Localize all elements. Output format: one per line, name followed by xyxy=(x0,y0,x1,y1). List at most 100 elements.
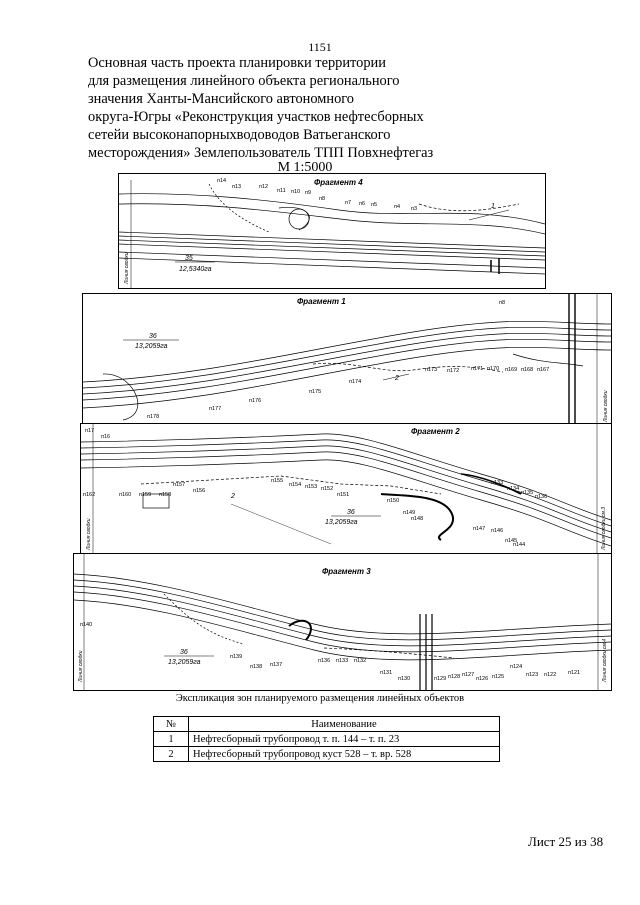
point-label: п6 xyxy=(359,201,365,207)
point-label: п173 xyxy=(425,367,437,373)
point-label: п10 xyxy=(291,189,300,195)
point-label: п146 xyxy=(491,528,503,534)
line-label: 1 xyxy=(491,203,495,210)
map-fragment-4: Фрагмент 4 35 12,5340га 1 Линия сводки п… xyxy=(118,173,546,289)
table-row: 2 Нефтесборный трубопровод куст 528 – т.… xyxy=(153,746,500,762)
point-label: п12 xyxy=(259,184,268,190)
point-label: п169 xyxy=(505,367,517,373)
side-label-right: Линия сводки см.4 xyxy=(602,639,608,683)
point-label: п178 xyxy=(147,414,159,420)
map-fragment-1: Фрагмент 1 36 13,2059га 2 Линия сводки п… xyxy=(82,293,612,425)
column-header-name: Наименование xyxy=(188,716,500,732)
point-label: п121 xyxy=(568,670,580,676)
row-number: 1 xyxy=(153,731,189,747)
page-number: 1151 xyxy=(308,40,332,54)
sheet-number: Лист 25 из 38 xyxy=(528,834,604,849)
point-label: п162 xyxy=(83,492,95,498)
fragment-title: Фрагмент 3 xyxy=(322,567,371,576)
row-name: Нефтесборный трубопровод куст 528 – т. в… xyxy=(188,746,500,762)
map-fragment-2: Фрагмент 2 36 13,2059га 2 Линия сводки Л… xyxy=(80,423,612,555)
zone-number: 36 xyxy=(180,649,188,656)
row-name: Нефтесборный трубопровод т. п. 144 – т. … xyxy=(188,731,500,747)
column-header-number: № xyxy=(153,716,189,732)
point-label: п14 xyxy=(217,178,226,184)
map-fragment-4-drawing: Фрагмент 4 35 12,5340га 1 Линия сводки п… xyxy=(119,178,545,288)
point-label: п144 xyxy=(513,542,525,548)
side-label-right: Линия сводки см.3 xyxy=(601,507,607,551)
point-label: п11 xyxy=(277,188,286,194)
map-fragment-3: Фрагмент 3 36 13,2059га Линия сводки Лин… xyxy=(73,553,612,691)
point-label: п155 xyxy=(271,478,283,484)
explication-caption: Экспликация зон планируемого размещения … xyxy=(175,693,465,704)
point-label: п132 xyxy=(354,658,366,664)
zone-number: 36 xyxy=(149,333,157,340)
point-label: п125 xyxy=(492,674,504,680)
point-label: п17 xyxy=(85,428,94,434)
point-label: п159 xyxy=(139,492,151,498)
map-fragment-3-drawing: Фрагмент 3 36 13,2059га Линия сводки Лин… xyxy=(74,554,611,690)
point-label: п134 xyxy=(507,486,519,492)
map-fragment-1-drawing: Фрагмент 1 36 13,2059га 2 Линия сводки п… xyxy=(83,294,611,424)
title-line: сетейи высоконапорныхводоводов Ватьеганс… xyxy=(88,127,391,143)
point-label: п126 xyxy=(476,676,488,682)
point-label: п153 xyxy=(305,484,317,490)
table-row: 1 Нефтесборный трубопровод т. п. 144 – т… xyxy=(153,731,500,747)
point-label: п158 xyxy=(159,492,171,498)
point-label: п7 xyxy=(345,200,351,206)
side-label-left: Линия сводки xyxy=(86,518,92,551)
point-label: п138 xyxy=(250,664,262,670)
point-label: п136 xyxy=(535,494,547,500)
point-label: п151 xyxy=(337,492,349,498)
fragment-title: Фрагмент 4 xyxy=(314,178,363,187)
fragment-title: Фрагмент 2 xyxy=(411,427,460,436)
point-label: п128 xyxy=(448,674,460,680)
point-label: п133 xyxy=(491,480,503,486)
point-label: п150 xyxy=(387,498,399,504)
point-label: п127 xyxy=(462,672,474,678)
point-label: п140 xyxy=(80,622,92,628)
point-label: п3 xyxy=(411,206,417,212)
zone-area: 13,2059га xyxy=(325,519,358,526)
document-title: Основная часть проекта планировки террит… xyxy=(88,54,488,162)
row-number: 2 xyxy=(153,746,189,762)
point-label: п136 xyxy=(318,658,330,664)
point-label: п172 xyxy=(447,368,459,374)
point-label: п124 xyxy=(510,664,522,670)
point-label: п131 xyxy=(380,670,392,676)
point-label: п16 xyxy=(101,434,110,440)
line-label: 2 xyxy=(230,493,235,500)
point-label: п175 xyxy=(309,389,321,395)
point-label: п129 xyxy=(434,676,446,682)
point-label: п149 xyxy=(403,510,415,516)
point-label: п8 xyxy=(319,196,325,202)
map-scale: М 1:5000 xyxy=(277,160,333,175)
point-label: п147 xyxy=(473,526,485,532)
zone-area: 13,2059га xyxy=(168,659,201,666)
point-label: п9 xyxy=(305,190,311,196)
point-label: п122 xyxy=(544,672,556,678)
side-label: Линия сводки xyxy=(124,252,130,285)
title-line: месторождения» Землепользователь ТПП Пов… xyxy=(88,145,434,161)
point-label: п123 xyxy=(526,672,538,678)
point-label: п148 xyxy=(411,516,423,522)
title-line: значения Ханты-Мансийского автономного xyxy=(88,91,355,107)
point-label: п4 xyxy=(394,204,400,210)
point-label: п13 xyxy=(232,184,241,190)
point-label: п167 xyxy=(537,367,549,373)
point-label: п145 xyxy=(505,538,517,544)
point-label: п130 xyxy=(398,676,410,682)
explication-table: № Наименование 1 Нефтесборный трубопрово… xyxy=(153,716,500,762)
point-label: п160 xyxy=(119,492,131,498)
point-label: п154 xyxy=(289,482,301,488)
table-header-row: № Наименование xyxy=(153,716,500,732)
fragment-title: Фрагмент 1 xyxy=(297,297,346,306)
point-label: п176 xyxy=(249,398,261,404)
point-label: п139 xyxy=(230,654,242,660)
zone-number: 36 xyxy=(347,509,355,516)
title-line: Основная часть проекта планировки террит… xyxy=(88,55,386,71)
point-label: п135 xyxy=(521,490,533,496)
point-label: п171 xyxy=(471,366,483,372)
line-label: 2 xyxy=(394,375,399,382)
point-label: п5 xyxy=(371,202,377,208)
side-label: Линия сводки xyxy=(603,390,609,423)
